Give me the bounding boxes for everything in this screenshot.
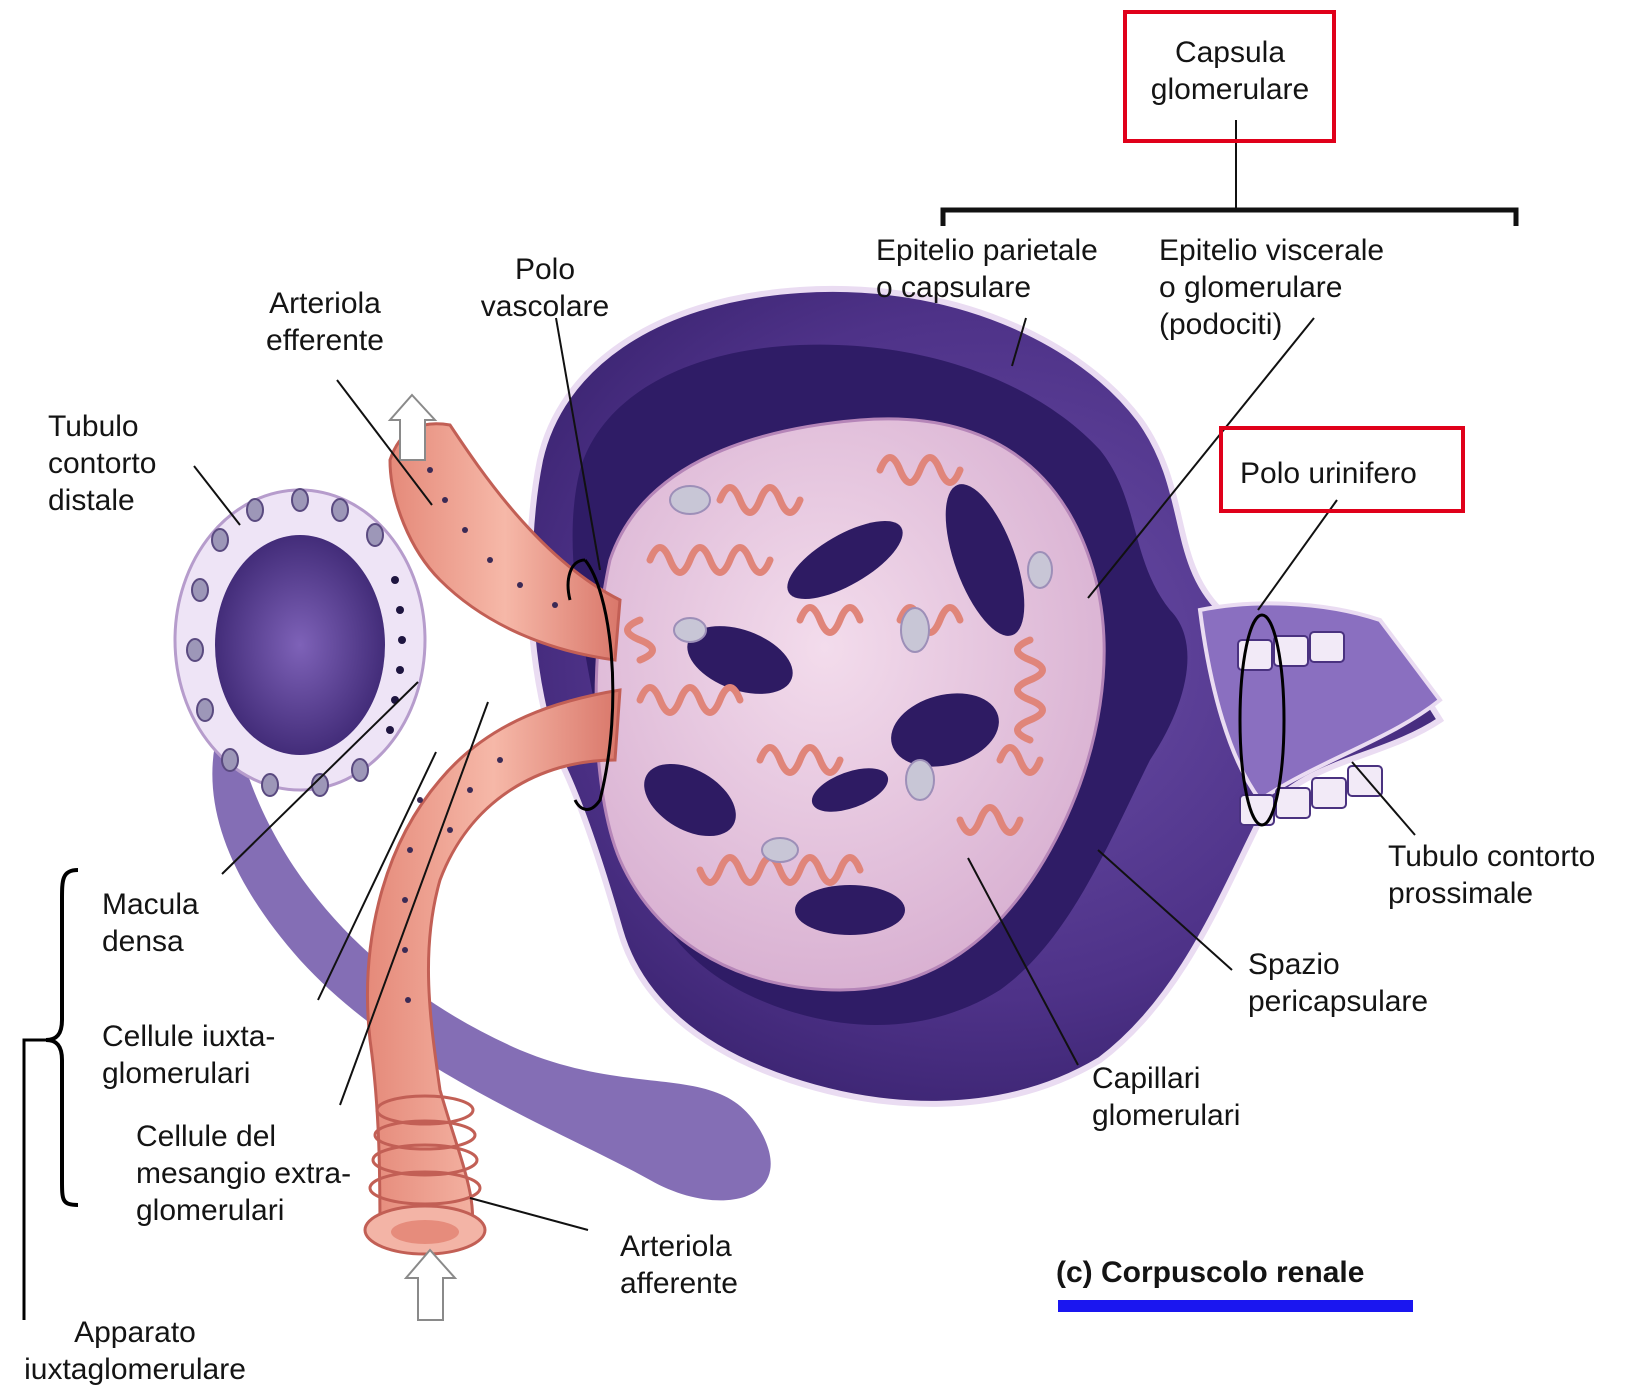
label-polo-vascolare: Polo vascolare (470, 251, 620, 325)
label-epitelio-viscerale: Epitelio viscerale o glomerulare (podoci… (1159, 232, 1384, 343)
figure-caption: (c) Corpuscolo renale (1056, 1254, 1364, 1291)
label-apparato-iuxtaglomerulare: Apparato iuxtaglomerulare (10, 1314, 260, 1388)
arrow-down-into-icon (406, 1250, 455, 1320)
label-epitelio-parietale: Epitelio parietale o capsulare (876, 232, 1098, 306)
label-tubulo-contorto-prossimale: Tubulo contorto prossimale (1388, 838, 1595, 912)
label-macula-densa: Macula densa (102, 886, 199, 960)
jg-apparatus-brace (24, 870, 78, 1320)
label-polo-urinifero: Polo urinifero (1240, 455, 1417, 492)
label-arteriola-afferente: Arteriola afferente (620, 1228, 738, 1302)
caption-underline (1058, 1300, 1413, 1312)
label-capillari-glomerulari: Capillari glomerulari (1092, 1060, 1240, 1134)
label-cellule-iuxtaglomerulari: Cellule iuxta- glomerulari (102, 1018, 275, 1092)
label-arteriola-efferente: Arteriola efferente (250, 285, 400, 359)
label-cellule-mesangio: Cellule del mesangio extra- glomerulari (136, 1118, 351, 1229)
distal-tubule (175, 489, 425, 796)
label-capsula-glomerulare: Capsula glomerulare (1140, 34, 1320, 108)
label-spazio-pericapsulare: Spazio pericapsulare (1248, 946, 1428, 1020)
label-tubulo-contorto-distale: Tubulo contorto distale (48, 408, 156, 519)
